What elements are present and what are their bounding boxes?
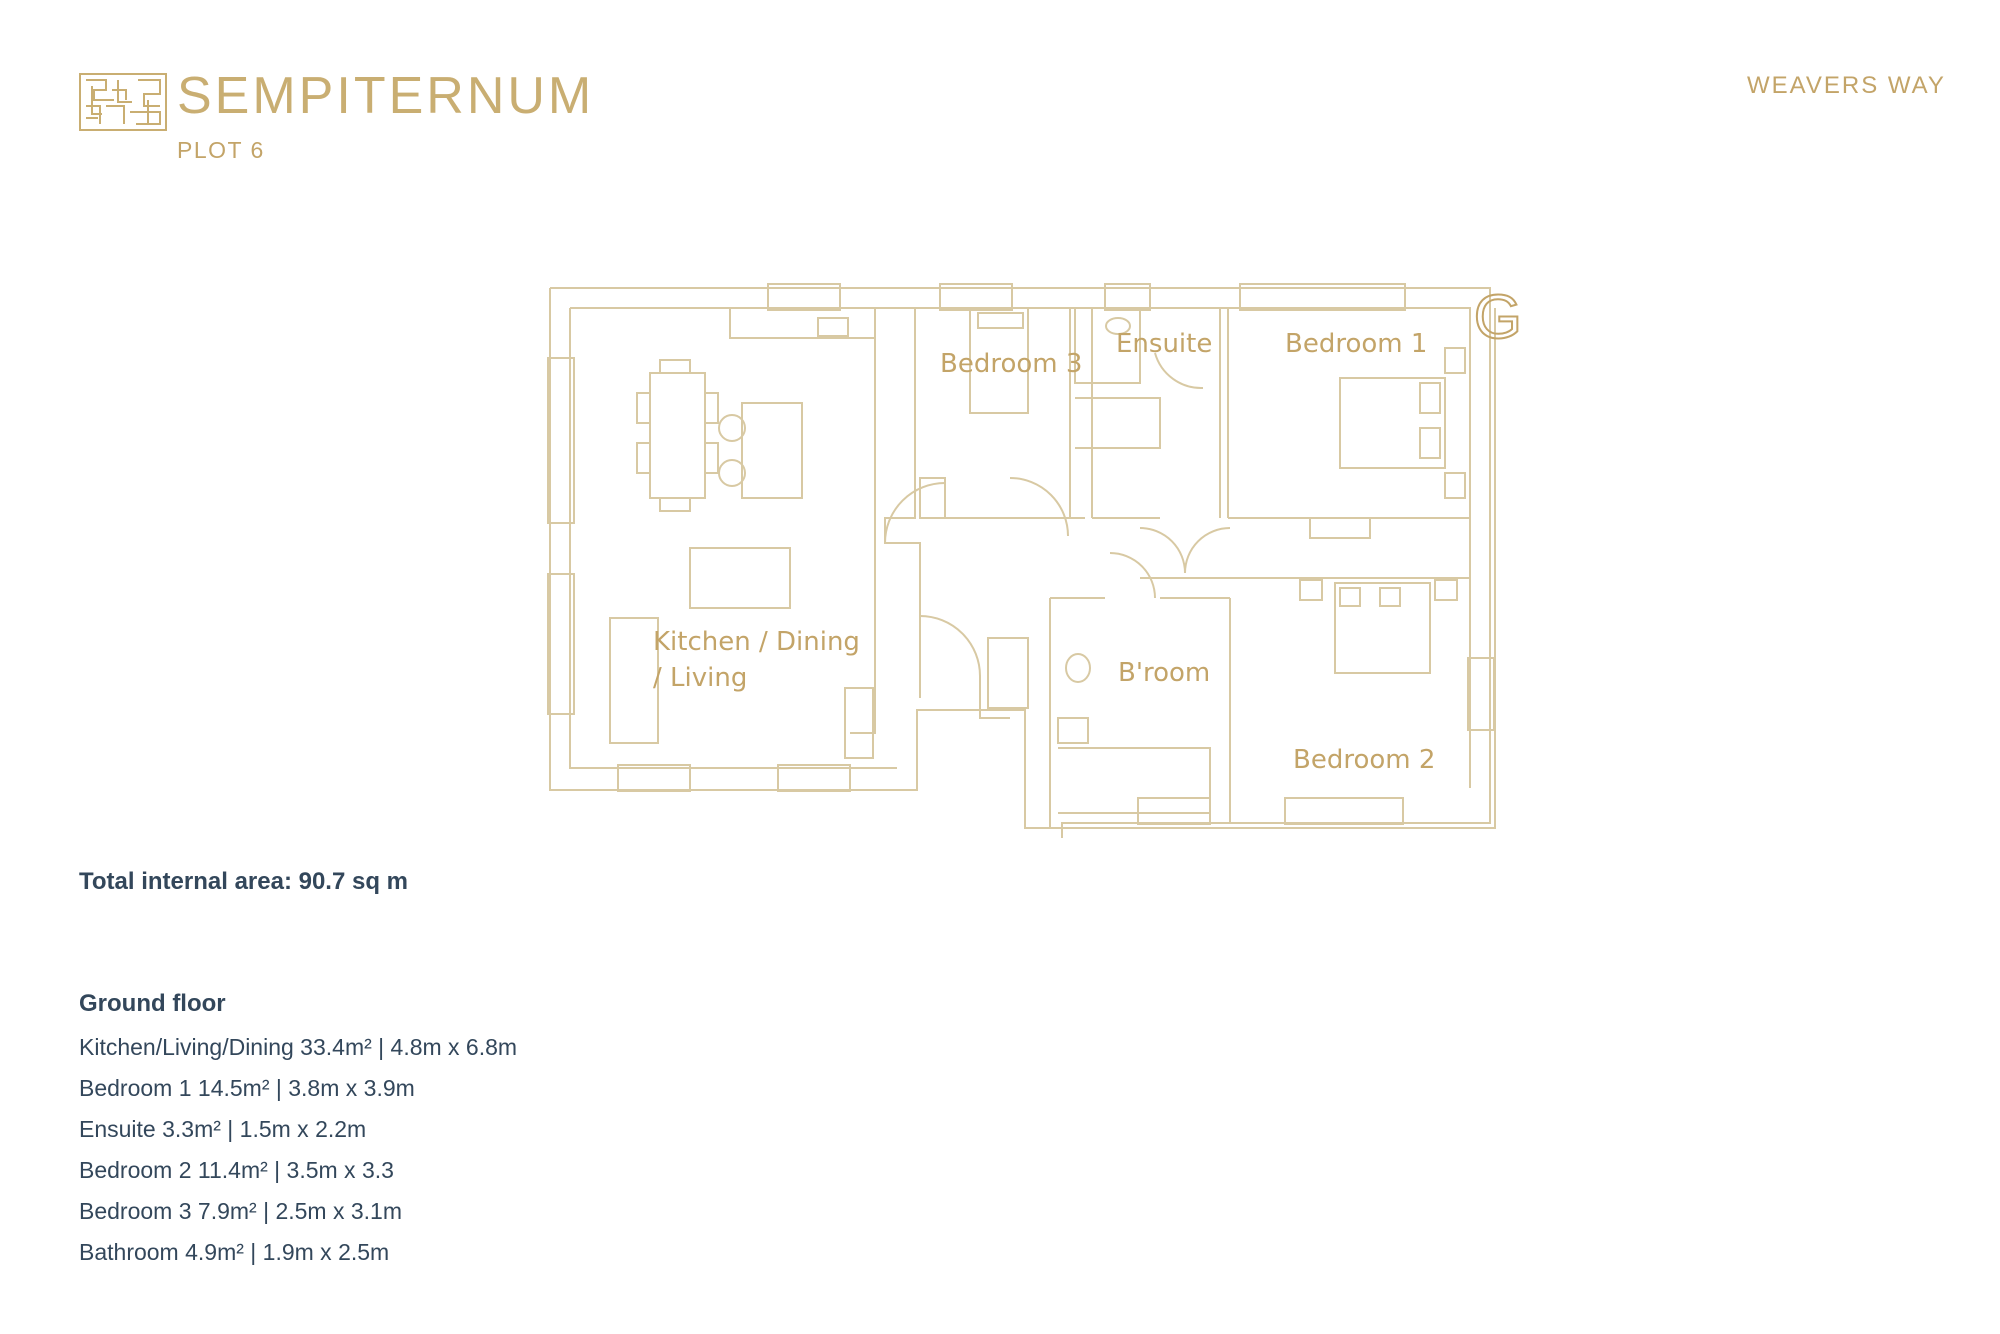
window [617,764,691,792]
kitchen-units [729,308,876,734]
window [1137,797,1211,825]
dining-table [649,372,706,499]
window [547,357,575,524]
window [1467,657,1495,731]
woven-square-logo-icon [79,73,167,131]
label-ensuite: Ensuite [1116,329,1212,359]
outer-wall [550,287,1491,838]
window [1104,283,1151,311]
room-row: Kitchen/Living/Dining 33.4m² | 4.8m x 6.… [79,1034,518,1060]
floor-title: Ground floor [79,990,226,1017]
room-row: Bedroom 2 11.4m² | 3.5m x 3.3 [79,1157,394,1183]
room-schedule: Kitchen/Living/Dining 33.4m² | 4.8m x 6.… [79,1032,517,1278]
label-bedroom-2: Bedroom 2 [1293,745,1435,775]
sofa [689,547,791,609]
total-area: Total internal area: 90.7 sq m [79,868,409,895]
room-row: Bedroom 1 14.5m² | 3.8m x 3.9m [79,1075,415,1101]
window [547,573,575,715]
room-row: Bedroom 3 7.9m² | 2.5m x 3.1m [79,1198,402,1224]
bed [1339,377,1446,469]
plot-number: PLOT 6 [177,137,265,163]
floor-marker: G [1474,283,1520,352]
label-kitchen-1: Kitchen / Dining [653,627,860,657]
label-bedroom-1: Bedroom 1 [1285,329,1427,359]
window [1239,283,1406,311]
bed [1334,582,1431,674]
room-row: Bathroom 4.9m² | 1.9m x 2.5m [79,1239,390,1265]
floor-plan: Bedroom 3 Ensuite Bedroom 1 Kitchen / Di… [547,282,1520,838]
kitchen-island [741,402,803,499]
development-name: WEAVERS WAY [1747,72,1946,99]
window [767,283,841,311]
door [884,482,946,544]
window [777,764,851,792]
internal-wall [884,308,921,698]
label-bathroom: B'room [1118,658,1210,688]
room-row: Ensuite 3.3m² | 1.5m x 2.2m [79,1116,367,1142]
brand-name: SEMPITERNUM [177,67,595,125]
label-kitchen-2: / Living [653,663,747,693]
window [939,283,1013,311]
label-bedroom-3: Bedroom 3 [940,349,1082,379]
window [1284,797,1404,825]
